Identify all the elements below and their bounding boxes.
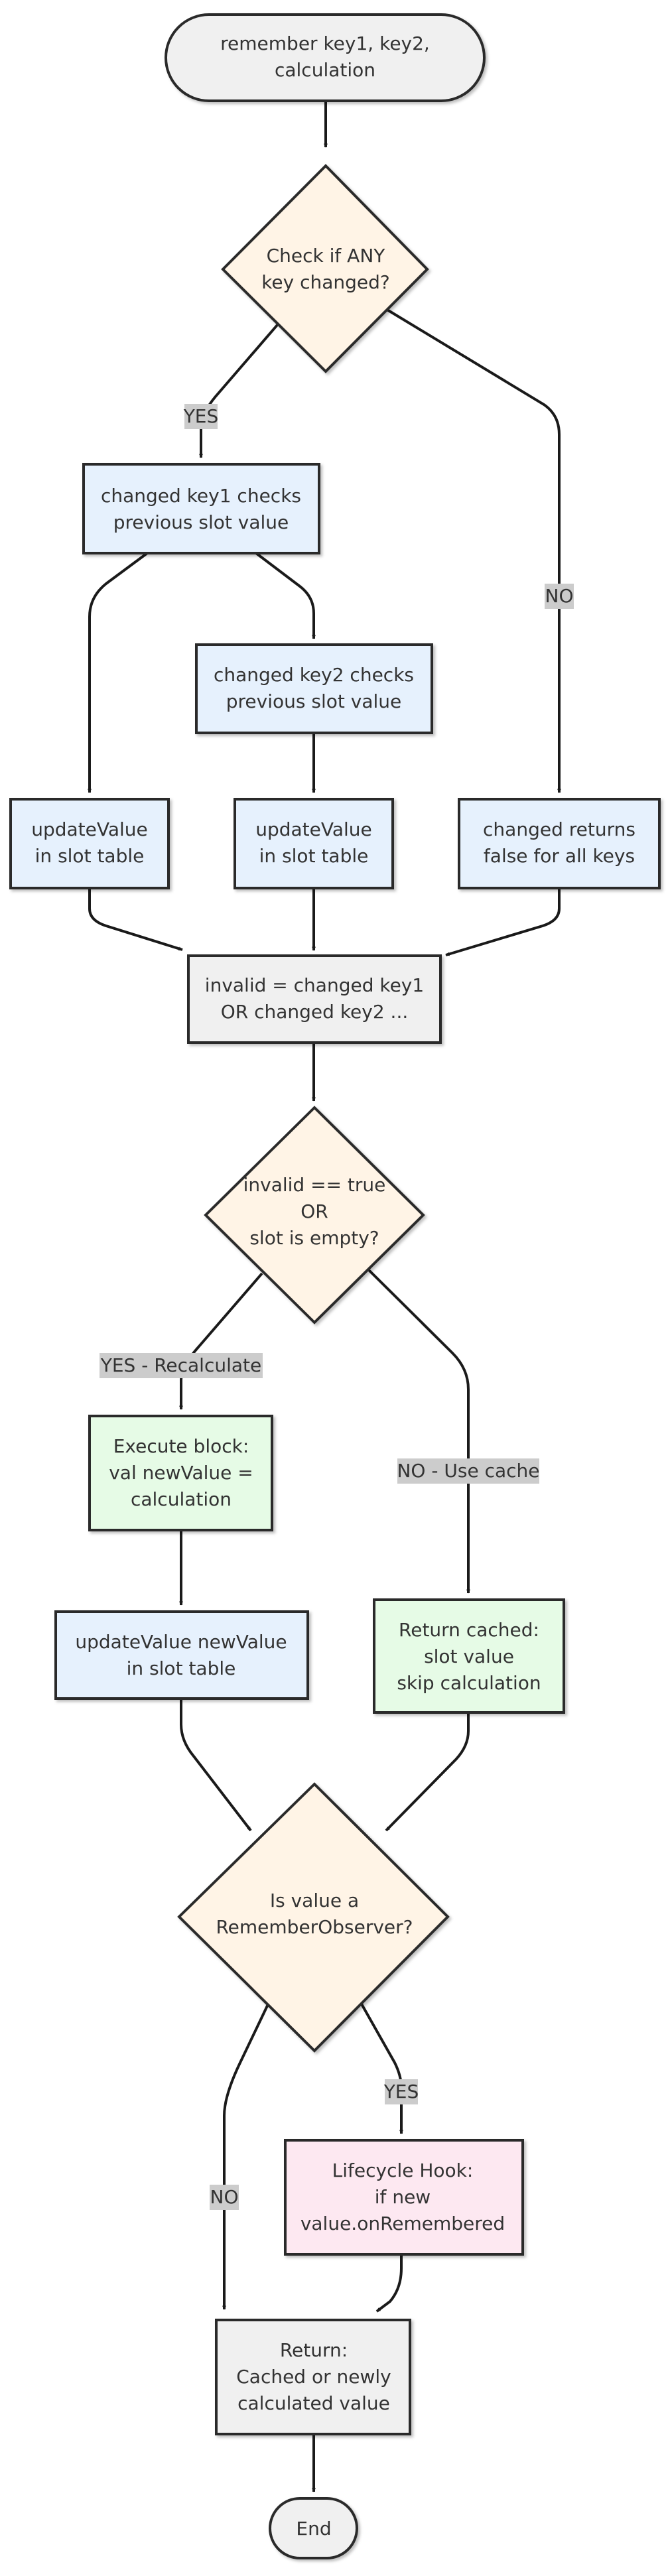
- node-execute-block-line-3: calculation: [131, 1488, 232, 1510]
- node-lifecycle-hook-line-1: Lifecycle Hook:: [332, 2159, 474, 2181]
- node-execute-block-line-1: Execute block:: [113, 1435, 249, 1457]
- edge-label-no-changed: NO: [545, 584, 574, 609]
- svg-text:YES: YES: [383, 2081, 419, 2102]
- edge-observer-to-lifecycle: [359, 2001, 403, 2134]
- node-end-label: End: [296, 2518, 331, 2540]
- node-remember-observer: Is value a RememberObserver?: [177, 1782, 450, 2053]
- node-invalid-or-line-2: OR changed key2 ...: [221, 1001, 409, 1023]
- node-invalid-decision: invalid == true OR slot is empty?: [204, 1106, 425, 1324]
- node-return-cached: Return cached: slot value skip calculati…: [373, 1598, 565, 1714]
- edge-label-no-observer: NO: [210, 2185, 239, 2210]
- svg-text:NO: NO: [545, 585, 574, 607]
- node-update-value-1-line-1: updateValue: [31, 818, 148, 840]
- node-invalid-or: invalid = changed key1 OR changed key2 .…: [187, 954, 442, 1044]
- node-changed-key2-line-2: previous slot value: [226, 690, 401, 712]
- node-lifecycle-hook: Lifecycle Hook: if new value.onRemembere…: [284, 2139, 524, 2256]
- node-invalid-or-line-1: invalid = changed key1: [205, 974, 424, 996]
- node-check-changed-line-1: Check if ANY: [267, 245, 386, 267]
- node-lifecycle-hook-line-3: value.onRemembered: [301, 2213, 505, 2234]
- node-start-line-1: remember key1, key2,: [220, 32, 430, 54]
- edge-update-new-to-observer: [180, 1699, 252, 1832]
- nodes: remember key1, key2, calculation Check i…: [9, 13, 661, 2559]
- node-changed-key2: changed key2 checks previous slot value: [195, 643, 433, 734]
- edge-decision-to-cache: [367, 1269, 470, 1594]
- edge-label-yes-recalculate: YES - Recalculate: [100, 1353, 263, 1378]
- svg-text:NO - Use cache: NO - Use cache: [397, 1460, 539, 1482]
- node-return-value: Return: Cached or newly calculated value: [215, 2319, 411, 2435]
- node-start: remember key1, key2, calculation: [165, 13, 486, 102]
- edge-check-to-key1: [199, 324, 279, 458]
- node-return-value-line-2: Cached or newly: [236, 2366, 391, 2388]
- node-changed-key1-line-2: previous slot value: [113, 511, 289, 533]
- edge-label-no-use-cache: NO - Use cache: [397, 1458, 540, 1484]
- node-changed-key2-line-1: changed key2 checks: [214, 664, 414, 686]
- edge-false-to-invalid-or: [445, 889, 561, 956]
- node-end: End: [269, 2497, 358, 2559]
- edge-decision-to-execute: [179, 1272, 263, 1410]
- node-update-value-2-line-2: in slot table: [259, 845, 369, 867]
- node-update-value-1: updateValue in slot table: [9, 798, 170, 889]
- svg-text:YES - Recalculate: YES - Recalculate: [100, 1354, 262, 1376]
- node-check-changed-line-2: key changed?: [261, 271, 390, 293]
- node-return-cached-line-2: slot value: [424, 1645, 514, 1667]
- node-invalid-decision-line-1: invalid == true: [243, 1174, 386, 1196]
- edge-key1-to-key2: [255, 552, 316, 639]
- node-return-value-line-1: Return:: [280, 2339, 348, 2361]
- edge-cache-to-observer: [385, 1711, 470, 1832]
- edge-label-yes-observer: YES: [383, 2079, 419, 2104]
- node-changed-returns-false: changed returns false for all keys: [458, 798, 661, 889]
- node-remember-observer-line-2: RememberObserver?: [216, 1916, 413, 1938]
- edge-update1-to-invalid-or: [88, 889, 183, 951]
- node-changed-key1: changed key1 checks previous slot value: [82, 463, 320, 554]
- node-start-line-2: calculation: [275, 59, 375, 81]
- node-update-value-2: updateValue in slot table: [234, 798, 394, 889]
- node-update-value-1-line-2: in slot table: [35, 845, 145, 867]
- svg-text:NO: NO: [210, 2186, 239, 2208]
- node-check-changed: Check if ANY key changed?: [221, 164, 429, 373]
- node-invalid-decision-line-2: OR: [301, 1200, 328, 1222]
- node-execute-block-line-2: val newValue =: [109, 1462, 253, 1484]
- node-update-new-value-line-2: in slot table: [127, 1657, 236, 1679]
- edge-lifecycle-to-return: [375, 2250, 403, 2313]
- node-changed-key1-line-1: changed key1 checks: [101, 485, 301, 507]
- node-remember-observer-line-1: Is value a: [270, 1890, 359, 1911]
- edge-label-yes-changed: YES: [183, 404, 219, 429]
- edge-observer-to-return-no: [222, 2002, 270, 2310]
- node-execute-block: Execute block: val newValue = calculatio…: [88, 1415, 273, 1531]
- node-update-new-value-line-1: updateValue newValue: [75, 1631, 287, 1653]
- edge-check-to-no-branch: [385, 308, 561, 793]
- node-invalid-decision-line-3: slot is empty?: [249, 1227, 379, 1249]
- edges: [88, 57, 561, 2492]
- edge-key1-to-update1: [88, 552, 149, 793]
- node-changed-returns-false-line-2: false for all keys: [484, 845, 635, 867]
- node-return-cached-line-1: Return cached:: [399, 1619, 539, 1641]
- node-changed-returns-false-line-1: changed returns: [483, 818, 635, 840]
- node-update-value-2-line-1: updateValue: [255, 818, 372, 840]
- node-update-new-value: updateValue newValue in slot table: [54, 1610, 309, 1700]
- svg-text:YES: YES: [183, 405, 219, 427]
- node-return-cached-line-3: skip calculation: [397, 1672, 541, 1694]
- node-lifecycle-hook-line-2: if new: [375, 2186, 431, 2208]
- node-return-value-line-3: calculated value: [237, 2392, 390, 2414]
- edge-labels: YES NO YES - Recalculate NO - Use cache …: [100, 404, 574, 2210]
